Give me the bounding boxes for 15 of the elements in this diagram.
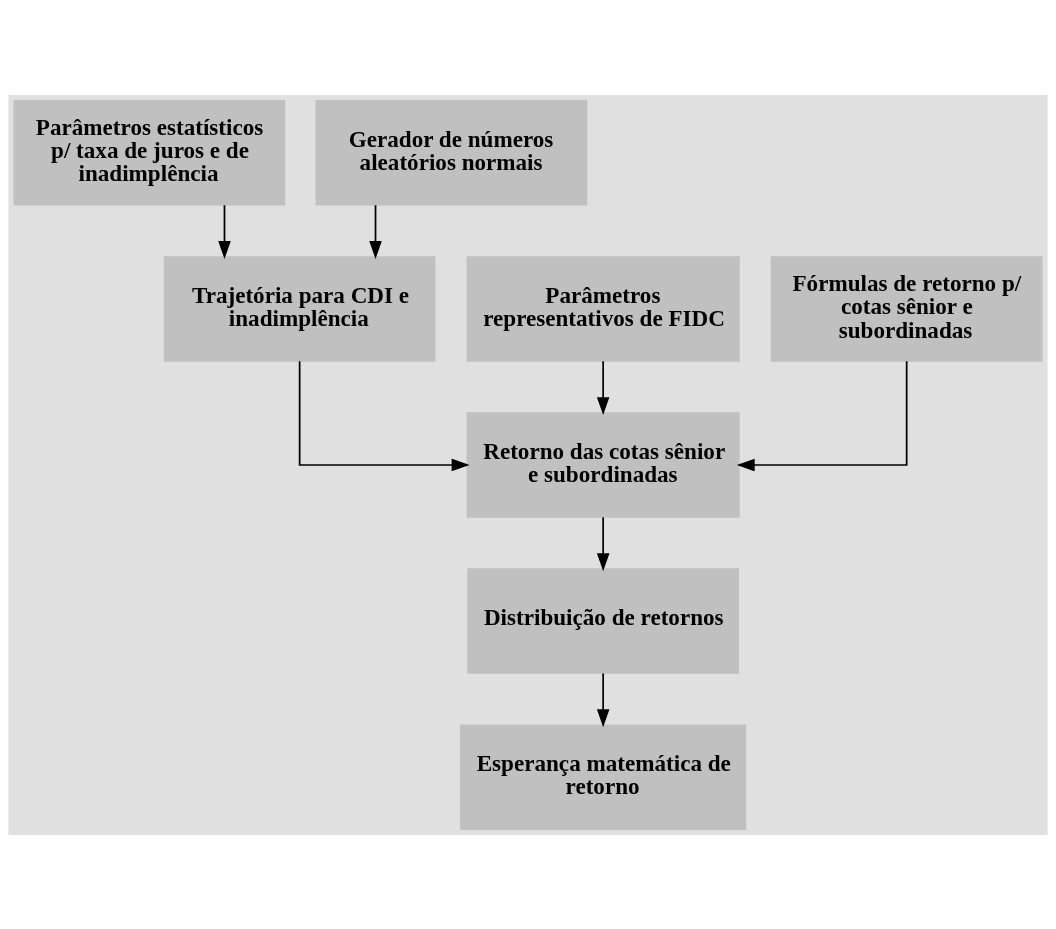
node-box: Distribuição de retornos <box>467 567 739 674</box>
node-box: Fórmulas de retorno p/ cotas sênior e subordinadas <box>770 255 1043 362</box>
node-box: Esperança matemática de retorno <box>460 723 747 830</box>
arrow <box>298 359 470 471</box>
node-box: Parâmetros estatísticos p/ taxa de juros e de inadimplência <box>13 99 286 206</box>
arrow <box>218 203 231 259</box>
node-box: Trajetória para CDI e inadimplência <box>163 255 436 362</box>
node-box: Gerador de números aleatórios normais <box>315 99 588 206</box>
arrow <box>596 359 610 415</box>
arrow <box>369 203 382 259</box>
node-box: Parâmetros representativos de FIDC <box>466 255 740 362</box>
arrow <box>596 516 610 571</box>
arrow <box>596 672 610 727</box>
node-box: Retorno das cotas sênior e subordinadas <box>466 411 740 518</box>
arrow <box>736 359 908 471</box>
